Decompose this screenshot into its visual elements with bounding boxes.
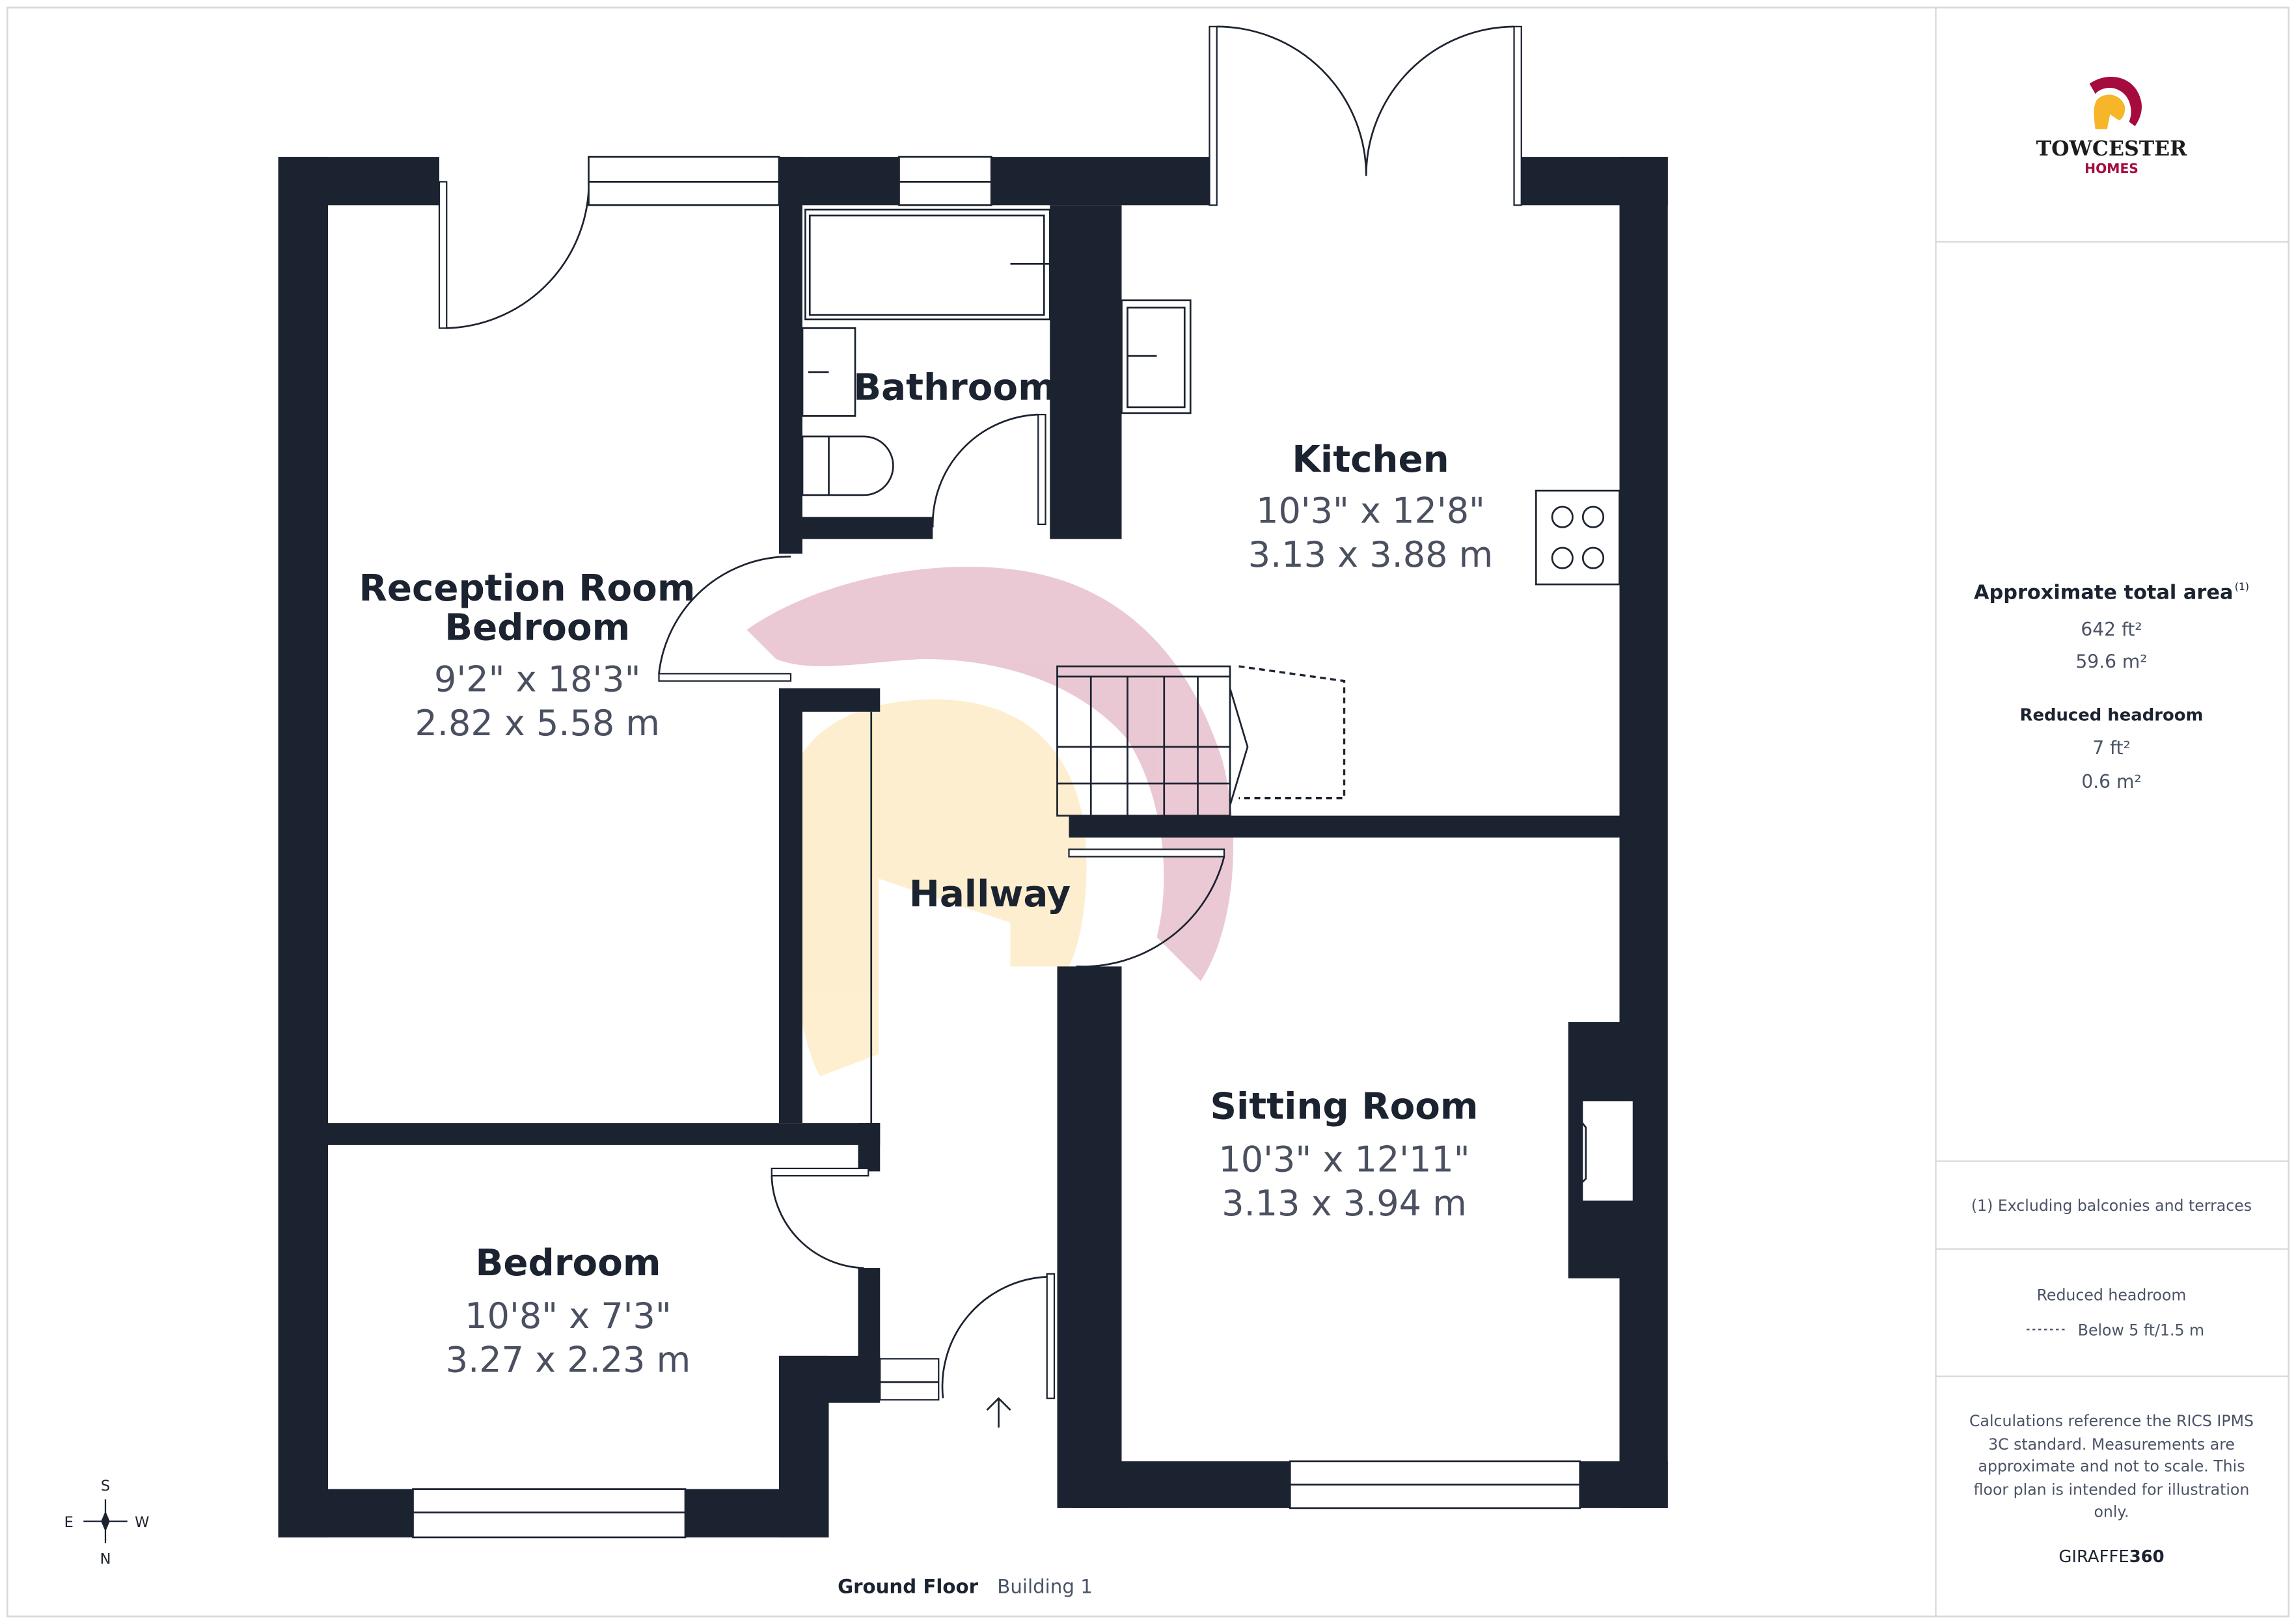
compass-icon: S N E W xyxy=(64,1478,150,1568)
room-reception: Reception Room Bedroom 9'2" x 18'3" 2.82… xyxy=(359,567,696,744)
room-bedroom: Bedroom 10'8" x 7'3" 3.27 x 2.23 m xyxy=(446,1242,691,1381)
room-kitchen: Kitchen 10'3" x 12'8" 3.13 x 3.88 m xyxy=(1248,439,1494,575)
compass-e: E xyxy=(64,1514,74,1531)
room-name: Kitchen xyxy=(1292,439,1449,481)
room-name-2: Bedroom xyxy=(444,607,630,649)
room-dim-metric: 2.82 x 5.58 m xyxy=(415,703,660,744)
room-dim-imperial: 10'3" x 12'11" xyxy=(1218,1139,1469,1180)
giraffe360-logo: GIRAFFE360 xyxy=(2058,1547,2164,1567)
watermark-logo xyxy=(746,567,1233,1077)
info-panel: TOWCESTER HOMES Approximate total area(1… xyxy=(1935,7,2289,1617)
room-dim-metric: 3.27 x 2.23 m xyxy=(446,1340,691,1381)
staircase xyxy=(1056,665,1346,817)
legend-title: Reduced headroom xyxy=(2037,1286,2187,1304)
fixtures xyxy=(801,208,1620,1124)
reduced-headroom-ft: 7 ft² xyxy=(2092,737,2131,759)
brand-name: TOWCESTER xyxy=(2036,137,2188,161)
total-area-m: 59.6 m² xyxy=(2075,651,2147,672)
reduced-headroom-title: Reduced headroom xyxy=(2020,705,2204,725)
compass-n: N xyxy=(100,1550,111,1567)
total-area-heading: Approximate total area(1) xyxy=(1974,580,2249,604)
sheet-border xyxy=(6,7,2290,1617)
room-hallway: Hallway xyxy=(909,873,1071,915)
brand-logo: TOWCESTER HOMES xyxy=(2036,77,2188,176)
room-name: Bedroom xyxy=(476,1242,661,1284)
legend-item: Below 5 ft/1.5 m xyxy=(2078,1321,2204,1339)
doors xyxy=(438,25,1522,1428)
hob xyxy=(1535,489,1620,586)
windows xyxy=(412,156,1633,1539)
svg-text:only.: only. xyxy=(2094,1502,2129,1521)
room-name: Sitting Room xyxy=(1210,1085,1479,1128)
svg-text:floor plan is intended for ill: floor plan is intended for illustration xyxy=(1974,1481,2250,1499)
footnote: (1) Excluding balconies and terraces xyxy=(1971,1197,2252,1215)
svg-text:3C standard. Measurements are: 3C standard. Measurements are xyxy=(1988,1435,2235,1454)
room-name: Reception Room xyxy=(359,567,696,610)
room-dim-metric: 3.13 x 3.88 m xyxy=(1248,534,1494,575)
room-dim-imperial: 9'2" x 18'3" xyxy=(434,658,640,699)
room-sitting: Sitting Room 10'3" x 12'11" 3.13 x 3.94 … xyxy=(1210,1085,1479,1224)
room-dim-imperial: 10'8" x 7'3" xyxy=(465,1295,671,1336)
total-area-title: Approximate total area xyxy=(1974,582,2233,604)
room-bathroom: Bathroom xyxy=(853,367,1056,409)
compass-w: W xyxy=(135,1514,149,1531)
disclaimer: Calculations reference the RICS IPMS 3C … xyxy=(1969,1412,2254,1521)
svg-text:approximate and not to scale.: approximate and not to scale. This xyxy=(1978,1457,2245,1476)
reduced-headroom-m: 0.6 m² xyxy=(2081,771,2141,792)
building-label: Building 1 xyxy=(997,1575,1093,1597)
compass-s: S xyxy=(101,1478,110,1495)
reduced-headroom-outline xyxy=(1238,665,1346,800)
floor-label: Ground Floor xyxy=(838,1575,978,1597)
total-area-ft: 642 ft² xyxy=(2081,619,2142,640)
room-dim-imperial: 10'3" x 12'8" xyxy=(1256,491,1485,532)
room-dim-metric: 3.13 x 3.94 m xyxy=(1222,1183,1467,1224)
total-area-sup: (1) xyxy=(2235,580,2249,593)
svg-text:Calculations reference the RIC: Calculations reference the RICS IPMS xyxy=(1969,1412,2254,1430)
brand-sub: HOMES xyxy=(2084,161,2139,176)
